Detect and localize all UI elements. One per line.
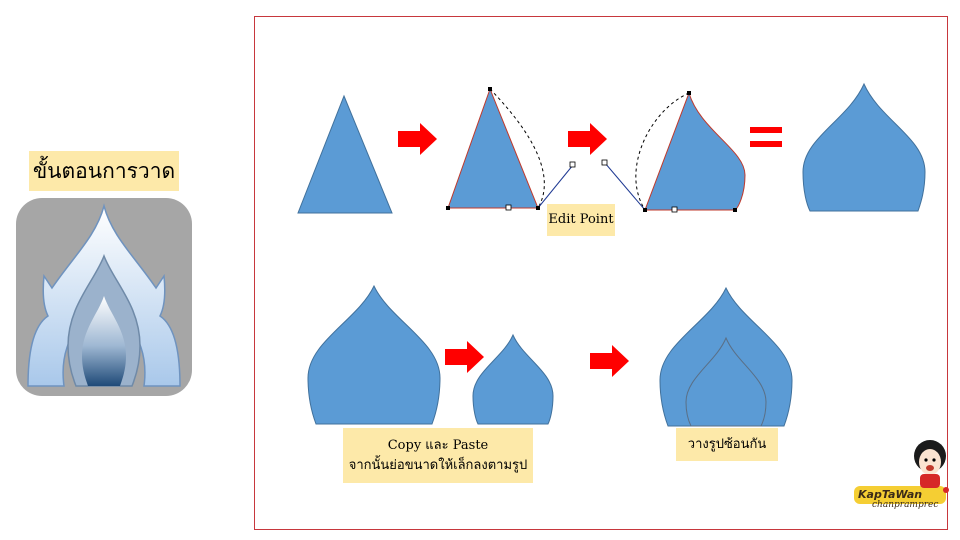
right-arrow-icon [445,341,484,373]
edit-point-label: Edit Point [547,204,615,236]
large-teardrop-shape [307,284,441,425]
triangle-shape [297,94,393,214]
mascot-icon [854,440,949,504]
right-arrow-icon [568,123,607,155]
copy-paste-label: Copy และ Paste จากนั้นย่อขนาดให้เล็กลงตา… [343,428,533,483]
teardrop-shape [802,82,926,212]
stack-text: วางรูปซ้อนกัน [687,436,767,452]
copy-paste-line1: Copy และ Paste [387,437,489,453]
stack-label: วางรูปซ้อนกัน [676,428,778,461]
edit-point-triangle [446,87,576,211]
right-arrow-icon [398,123,437,155]
brand-tagline: chanpramprec [872,500,939,510]
equals-icon [750,127,782,147]
steps-frame [254,16,948,530]
brand-name: KapTaWan [858,488,923,501]
page-title: ขั้นตอนการวาด [29,151,179,191]
right-arrow-icon [590,345,629,377]
small-teardrop-shape [472,333,554,425]
brand-logo: KapTaWan chanpramprec [850,436,955,516]
stacked-teardrop-shapes [659,286,793,427]
flame-lai-thai-icon [16,198,192,396]
edit-point-text: Edit Point [548,212,614,227]
copy-paste-line2: จากนั้นย่อขนาดให้เล็กลงตามรูป [348,457,528,473]
curved-shape-edit [601,91,746,213]
